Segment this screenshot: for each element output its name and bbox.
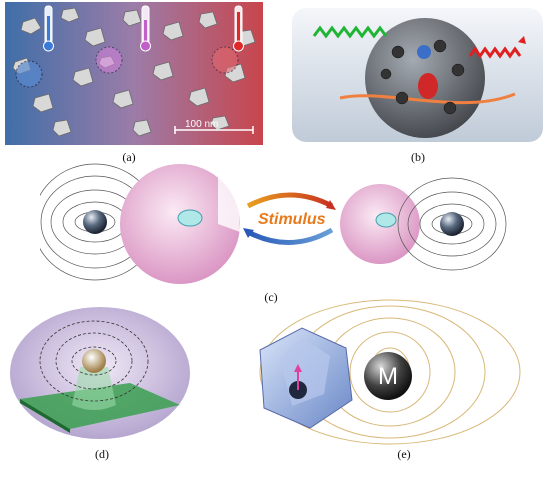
gold-nanoparticle: [82, 349, 106, 373]
nanoparticle-thermometry-image: 100 nm: [5, 2, 263, 145]
scale-bar-label: 100 nm: [185, 119, 218, 130]
panel-c: Stimulus: [32, 162, 515, 287]
panel-b: [290, 6, 545, 144]
stimulus-responsive-shell-diagram: Stimulus: [32, 163, 507, 284]
stimulus-label: Stimulus: [258, 211, 326, 228]
caption-d: (d): [95, 447, 109, 461]
caption-b: (b): [411, 150, 425, 164]
forward-arrow: [246, 192, 334, 209]
thermometer-icon: [233, 5, 244, 52]
reverse-arrow: [246, 227, 334, 245]
magnetic-sphere-label: M: [378, 363, 398, 390]
caption-c: (c): [264, 290, 278, 304]
panel-a: 100 nm: [5, 2, 263, 145]
magnetic-core: [83, 210, 107, 234]
caption-e: (e): [397, 447, 411, 461]
thermometer-icon: [140, 5, 151, 52]
polymer-shell-expanded: [120, 164, 240, 284]
thermometer-icon: [43, 5, 54, 52]
emission-wave: [468, 46, 522, 59]
magnetic-core: [440, 212, 464, 236]
magnetic-field-interaction-diagram: M: [259, 299, 521, 445]
nanoparticle-on-surface-image: [10, 307, 190, 439]
panel-d: [10, 305, 195, 440]
molecular-probe-image: [292, 8, 543, 142]
excitation-wave: [312, 25, 388, 39]
magnetic-sphere: [364, 352, 412, 400]
caption-a: (a): [122, 150, 136, 164]
panel-e: M: [240, 298, 545, 446]
